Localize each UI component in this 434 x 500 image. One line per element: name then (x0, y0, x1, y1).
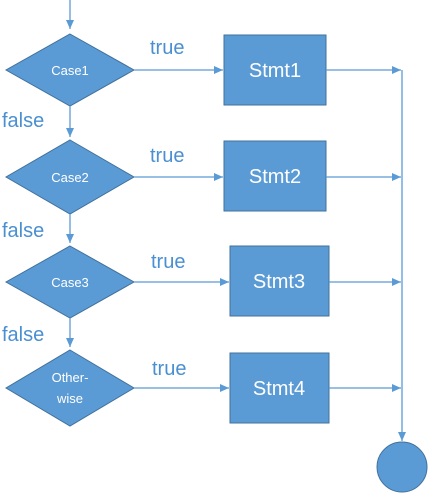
decision-case1-label: Case1 (51, 63, 89, 78)
statement-box-1-label: Stmt1 (249, 60, 301, 82)
true-label-4: true (152, 358, 186, 380)
false-label-1: false (2, 110, 44, 132)
true-label-2: true (150, 145, 184, 167)
statement-box-2-label: Stmt2 (249, 166, 301, 188)
false-label-3: false (2, 324, 44, 346)
false-label-2: false (2, 220, 44, 242)
statement-box-1: Stmt1 (223, 34, 327, 106)
true-label-3: true (151, 251, 185, 273)
statement-box-3-label: Stmt3 (253, 271, 305, 293)
decision-case2-label: Case2 (51, 170, 89, 185)
decision-case3: Case3 (4, 245, 136, 319)
true-label-1: true (150, 37, 184, 59)
decision-case1: Case1 (4, 33, 136, 107)
statement-box-2: Stmt2 (223, 140, 327, 212)
statement-box-4-label: Stmt4 (253, 378, 305, 400)
decision-otherwise-label-line1: Other- (52, 370, 89, 385)
end-terminal (376, 441, 428, 493)
decision-otherwise: Other- wise (5, 349, 135, 427)
statement-box-3: Stmt3 (229, 245, 330, 317)
decision-case3-label: Case3 (51, 275, 89, 290)
decision-case2: Case2 (5, 139, 135, 215)
decision-otherwise-label-line2: wise (56, 391, 83, 406)
statement-box-4: Stmt4 (229, 352, 330, 424)
